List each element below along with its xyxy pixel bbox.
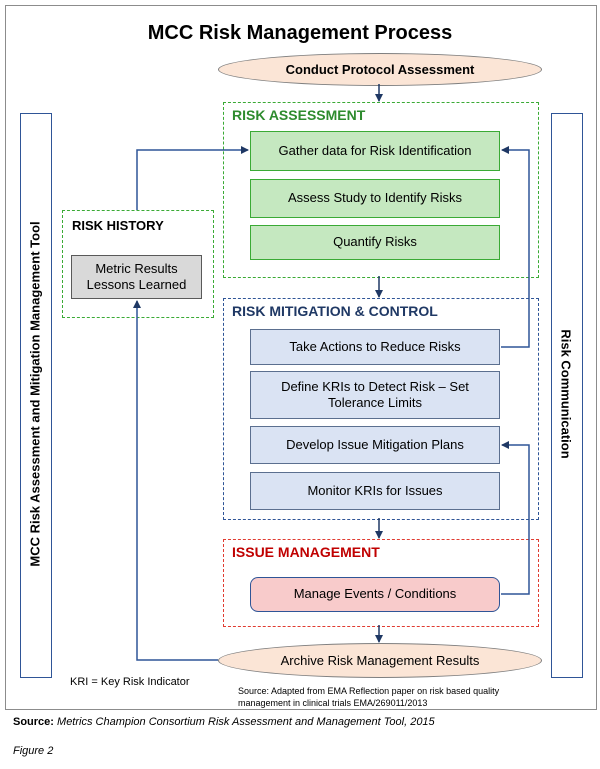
step-gather-data: Gather data for Risk Identification	[250, 131, 500, 171]
caption: Source: Metrics Champion Consortium Risk…	[13, 716, 435, 728]
kri-legend: KRI = Key Risk Indicator	[70, 676, 190, 688]
step-assess-study: Assess Study to Identify Risks	[250, 179, 500, 218]
step-define-kris: Define KRIs to Detect Risk – Set Toleran…	[250, 371, 500, 419]
issue-management-title: ISSUE MANAGEMENT	[232, 544, 380, 560]
start-node: Conduct Protocol Assessment	[218, 53, 542, 86]
right-communication-bar	[551, 113, 583, 678]
step-manage-events: Manage Events / Conditions	[250, 577, 500, 612]
risk-history-content: Metric Results Lessons Learned	[71, 255, 202, 299]
risk-history-title: RISK HISTORY	[72, 218, 164, 233]
left-tool-bar	[20, 113, 52, 678]
caption-label: Source:	[13, 716, 54, 728]
diagram-title: MCC Risk Management Process	[147, 22, 453, 44]
source-note: Source: Adapted from EMA Reflection pape…	[238, 686, 500, 709]
caption-text: Metrics Champion Consortium Risk Assessm…	[57, 716, 435, 728]
risk-mitigation-title: RISK MITIGATION & CONTROL	[232, 303, 438, 319]
start-node-label: Conduct Protocol Assessment	[285, 62, 475, 77]
step-monitor-kris: Monitor KRIs for Issues	[250, 472, 500, 510]
left-tool-bar-label: MCC Risk Assessment and Mitigation Manag…	[27, 221, 43, 567]
figure-label: Figure 2	[13, 745, 54, 757]
end-node: Archive Risk Management Results	[218, 643, 542, 678]
issue-management-group	[223, 539, 539, 627]
risk-mitigation-group	[223, 298, 539, 520]
end-node-label: Archive Risk Management Results	[280, 653, 480, 668]
risk-assessment-title: RISK ASSESSMENT	[232, 107, 366, 123]
right-communication-bar-label: Risk Communication	[558, 329, 574, 459]
step-take-actions: Take Actions to Reduce Risks	[250, 329, 500, 365]
step-quantify-risks: Quantify Risks	[250, 225, 500, 260]
step-develop-plans: Develop Issue Mitigation Plans	[250, 426, 500, 464]
